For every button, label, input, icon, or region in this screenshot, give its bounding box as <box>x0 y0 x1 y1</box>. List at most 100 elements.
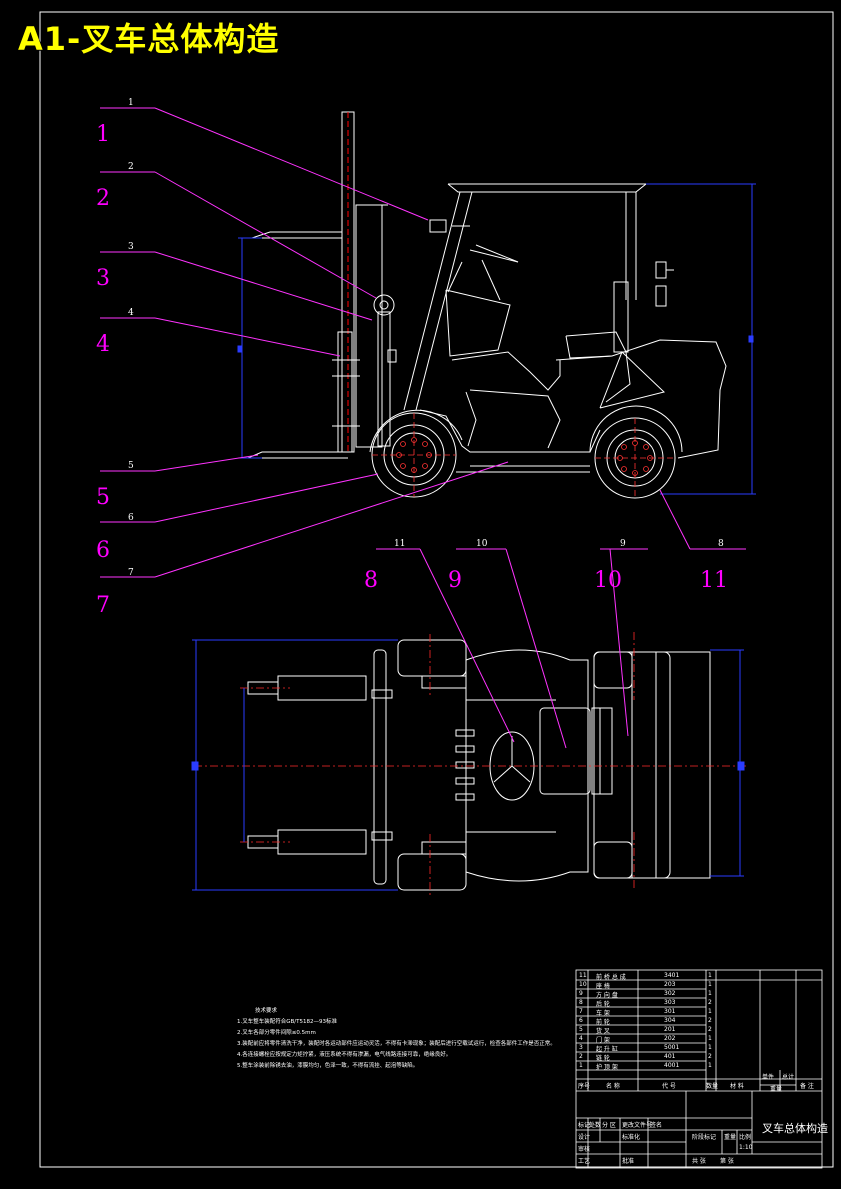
small-callouts: 1 2 3 4 5 6 7 8 9 10 11 <box>128 98 724 578</box>
tb-label-zone: 分 区 <box>602 1122 616 1129</box>
parts-row-no: 6 <box>579 1017 583 1024</box>
tb-label-stage: 阶段标记 <box>692 1134 717 1141</box>
parts-row-qty: 1 <box>708 1062 712 1069</box>
parts-row-code: 3401 <box>664 972 680 979</box>
parts-row-no: 11 <box>579 972 587 979</box>
parts-row-name: 链 轮 <box>596 1055 610 1062</box>
callout-small-6: 6 <box>128 513 134 523</box>
notes-line-5: 5.整车涂装前除锈去油，漆膜均匀，色泽一致，不得有流挂、起泡等缺陷。 <box>237 1063 419 1069</box>
parts-row-code: 401 <box>664 1053 676 1060</box>
parts-row-name: 门 架 <box>596 1037 610 1044</box>
callout-small-11: 11 <box>394 539 405 549</box>
notes-line-1: 1.叉车整车装配符合GB/T5182—93标准 <box>237 1019 337 1025</box>
callout-large-3: 3 <box>96 266 110 291</box>
parts-row-qty: 2 <box>708 1026 712 1033</box>
parts-row-code: 202 <box>664 1035 676 1042</box>
tb-label-standard: 标准化 <box>622 1134 641 1141</box>
table-header-remark: 备 注 <box>800 1083 814 1090</box>
tb-label-sign: 签名 <box>650 1122 663 1129</box>
tb-label-scale: 比例 <box>739 1134 752 1141</box>
parts-row-code: 303 <box>664 999 676 1006</box>
callout-large-2: 2 <box>96 186 110 211</box>
parts-row-name: 方 向 盘 <box>596 992 618 999</box>
top-centerlines <box>194 632 746 896</box>
tb-label-sheet: 第 张 <box>720 1158 734 1165</box>
table-header-no: 序号 <box>578 1083 591 1090</box>
parts-row-qty: 1 <box>708 1035 712 1042</box>
callout-large-5: 5 <box>96 485 110 510</box>
tb-scale-value: 1:10 <box>739 1144 753 1151</box>
parts-row-code: 5001 <box>664 1044 680 1051</box>
parts-row-qty: 2 <box>708 999 712 1006</box>
drawing-name: 叉车总体构造 <box>762 1122 828 1135</box>
parts-row-no: 5 <box>579 1026 583 1033</box>
parts-row-qty: 1 <box>708 981 712 988</box>
table-header-qty: 数量 <box>706 1083 719 1090</box>
callout-small-8: 8 <box>718 539 724 549</box>
callout-small-9: 9 <box>620 539 626 549</box>
table-header-name: 名 称 <box>606 1083 620 1090</box>
parts-row-qty: 1 <box>708 1044 712 1051</box>
callout-small-3: 3 <box>128 242 134 252</box>
parts-row-no: 2 <box>579 1053 583 1060</box>
parts-row-name: 货 叉 <box>596 1028 610 1035</box>
callout-large-7: 7 <box>96 593 110 618</box>
parts-row-name: 座 椅 <box>596 983 610 990</box>
notes-heading: 技术要求 <box>255 1008 278 1014</box>
table-header-weight: 重量 <box>770 1086 783 1093</box>
parts-row-qty: 2 <box>708 1017 712 1024</box>
callout-small-10: 10 <box>476 539 488 549</box>
parts-row-no: 7 <box>579 1008 583 1015</box>
parts-row-name: 前 轮 <box>596 1019 610 1026</box>
tb-label-count: 处数 <box>589 1122 602 1129</box>
parts-row-qty: 1 <box>708 1008 712 1015</box>
wheel-bolts <box>372 413 675 498</box>
parts-row-code: 4001 <box>664 1062 680 1069</box>
callout-small-5: 5 <box>128 461 134 471</box>
parts-row-name: 护 顶 架 <box>596 1064 618 1071</box>
tb-label-total-sheets: 共 张 <box>692 1158 706 1165</box>
table-header-code: 代 号 <box>662 1083 676 1090</box>
drawing-border <box>39 11 834 1168</box>
side-dimensions <box>237 183 756 495</box>
parts-row-qty: 1 <box>708 990 712 997</box>
tb-label-mark: 标记 <box>578 1122 591 1129</box>
parts-row-code: 203 <box>664 981 676 988</box>
callout-small-2: 2 <box>128 162 134 172</box>
parts-row-no: 9 <box>579 990 583 997</box>
top-view <box>247 639 711 891</box>
table-header-total: 总计 <box>782 1074 795 1081</box>
callout-small-7: 7 <box>128 568 134 578</box>
callout-small-1: 1 <box>128 98 134 108</box>
parts-row-qty: 1 <box>708 972 712 979</box>
callout-large-9: 9 <box>448 568 462 593</box>
parts-row-name: 后 轮 <box>596 1001 610 1008</box>
table-header-single: 单件 <box>762 1074 775 1081</box>
tb-label-weight: 重量 <box>724 1134 737 1141</box>
parts-row-name: 车 架 <box>596 1010 610 1017</box>
title-block-grid <box>575 969 823 1169</box>
parts-row-no: 10 <box>579 981 587 988</box>
parts-row-name: 前 桥 总 成 <box>596 974 626 981</box>
parts-row-code: 301 <box>664 1008 676 1015</box>
side-view <box>247 111 727 499</box>
notes-line-4: 4.各连接螺栓应按规定力矩拧紧，液压系统不得有渗漏，电气线路连接可靠，绝缘良好。 <box>237 1052 452 1058</box>
parts-row-name: 起 升 缸 <box>596 1046 618 1053</box>
parts-row-no: 4 <box>579 1035 583 1042</box>
callout-large-1: 1 <box>96 122 110 147</box>
parts-row-code: 304 <box>664 1017 676 1024</box>
parts-row-no: 8 <box>579 999 583 1006</box>
top-dimensions <box>191 639 745 891</box>
tb-label-process: 工艺 <box>578 1158 591 1165</box>
callout-large-6: 6 <box>96 538 110 563</box>
callout-large-8: 8 <box>364 568 378 593</box>
parts-row-qty: 2 <box>708 1053 712 1060</box>
callout-large-4: 4 <box>96 332 110 357</box>
leader-lines <box>100 107 746 749</box>
tb-label-approve: 批准 <box>622 1158 635 1165</box>
page-title: A1-叉车总体构造 <box>18 20 280 58</box>
parts-row-code: 201 <box>664 1026 676 1033</box>
tb-label-change: 更改文件号 <box>622 1122 653 1129</box>
notes-line-3: 3.装配前应将零件清洗干净，装配时各运动部件应运动灵活，不得有卡滞现象；装配后进… <box>237 1041 556 1047</box>
